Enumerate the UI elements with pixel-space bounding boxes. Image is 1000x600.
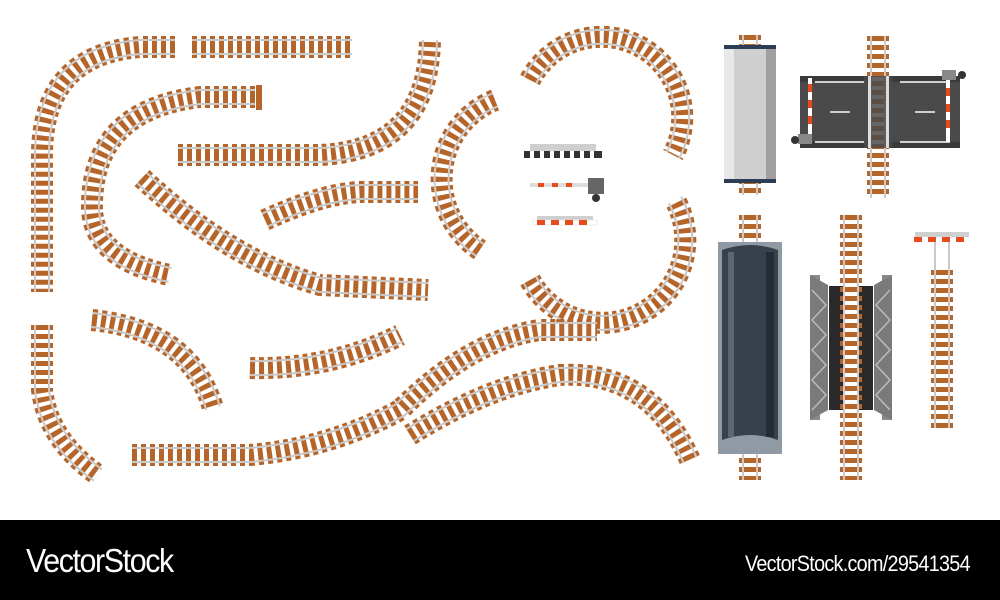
wave-track [404,363,701,465]
curved-track-arc [90,309,224,412]
s-curve-track-short [260,180,418,230]
buffer-stop-icon [256,85,262,110]
curved-track-gentle [249,325,405,380]
covered-bridge [724,35,776,195]
tunnel [718,215,782,480]
truss-bridge [810,215,892,480]
track-end-barrier [910,232,974,428]
s-curve-track-down [134,169,429,301]
curved-track-with-buffer [80,85,262,286]
railway-track-set-artwork: .ties { fill:none; stroke:#b5652a; strok… [30,25,974,485]
image-reference: VectorStock.com/29541354 [745,551,971,576]
curved-track-short-left [31,325,105,485]
footer-bar: VectorStock VectorStock.com/29541354 [0,520,1000,600]
brand-logo: VectorStock [26,542,174,579]
circular-track-segments [430,25,697,334]
long-s-curve-track [132,319,597,466]
platform-icon [524,144,602,158]
crossing-barrier-gate [530,178,604,202]
level-crossing-road [791,36,966,198]
curved-track-large-left [30,36,175,292]
s-curve-track-up-right [178,39,441,166]
barrier-bar [532,216,598,226]
